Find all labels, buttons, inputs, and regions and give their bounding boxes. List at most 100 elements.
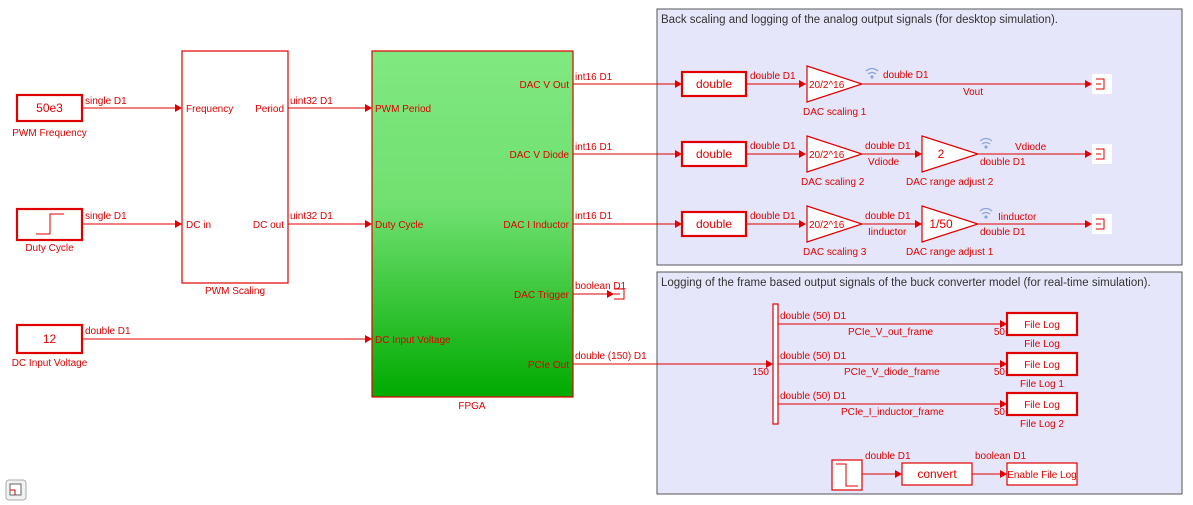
- gain-value: 2: [938, 147, 945, 161]
- signal-label: single D1: [85, 211, 127, 222]
- signal-log-icon: [979, 207, 993, 219]
- port-label: PCIe Out: [528, 360, 569, 371]
- area-frame-title: Logging of the frame based output signal…: [661, 277, 1151, 289]
- signal-width: 50: [994, 407, 1006, 418]
- area-frame-logging[interactable]: Logging of the frame based output signal…: [656, 271, 1183, 495]
- signal-name: PCIe_V_out_frame: [848, 327, 933, 338]
- convert-block-label: double: [696, 147, 732, 161]
- analog-row-vdiode[interactable]: double double D1 20/2^16 DAC scaling 2 d…: [680, 135, 1112, 188]
- signal-label: double D1: [980, 227, 1026, 238]
- block-label: DAC range adjust 2: [906, 177, 994, 188]
- port-label: DC out: [253, 220, 284, 231]
- fpga-subsystem[interactable]: PWM Period Duty Cycle DC Input Voltage D…: [371, 50, 574, 412]
- signal-width: 150: [752, 367, 769, 378]
- gain-value: 20/2^16: [809, 220, 845, 231]
- step-down-icon: [836, 463, 858, 487]
- step-icon: [36, 213, 64, 235]
- signal-label: double (50) D1: [780, 311, 847, 322]
- signal-lines-inputs[interactable]: single D1 single D1 double D1: [82, 96, 372, 343]
- convert-block-label: double: [696, 77, 732, 91]
- signal-name: Vdiode: [1015, 142, 1047, 153]
- terminator-icon: [1096, 218, 1105, 230]
- convert-block-label: double: [696, 217, 732, 231]
- port-label: DC in: [186, 220, 211, 231]
- pwm-scaling-subsystem[interactable]: Frequency DC in Period DC out PWM Scalin…: [181, 50, 289, 297]
- signal-label: int16 D1: [575, 72, 613, 83]
- signal-label: uint32 D1: [290, 96, 333, 107]
- frame-row-2[interactable]: double (50) D1 PCIe_V_diode_frame 50 Fil…: [778, 351, 1079, 390]
- block-label: DAC scaling 1: [803, 107, 867, 118]
- port-label: Frequency: [186, 104, 233, 115]
- signal-label: int16 D1: [575, 142, 613, 153]
- signal-name: Vout: [963, 87, 983, 98]
- frame-row-3[interactable]: double (50) D1 PCIe_I_inductor_frame 50 …: [778, 391, 1079, 430]
- gain-value: 20/2^16: [809, 150, 845, 161]
- terminator-icon: [1096, 148, 1105, 160]
- block-label: DAC scaling 2: [801, 177, 865, 188]
- port-label: DAC V Out: [520, 80, 570, 91]
- signal-name: PCIe_V_diode_frame: [844, 367, 940, 378]
- block-label: DAC scaling 3: [803, 247, 867, 258]
- area-analog-title: Back scaling and logging of the analog o…: [661, 14, 1058, 26]
- file-log-block: File Log: [1024, 400, 1060, 411]
- dc-input-value: 12: [43, 332, 57, 346]
- signal-label: boolean D1: [975, 451, 1027, 462]
- signal-label: double (50) D1: [780, 351, 847, 362]
- convert-label: convert: [917, 467, 957, 481]
- signal-log-icon: [865, 67, 879, 79]
- gain-block: [921, 205, 980, 243]
- signal-label: single D1: [85, 96, 127, 107]
- demux-block[interactable]: [772, 303, 779, 425]
- block-label: File Log 2: [1020, 419, 1064, 430]
- signal-label: uint32 D1: [290, 211, 333, 222]
- pwm-frequency-block[interactable]: 50e3 PWM Frequency: [12, 93, 87, 139]
- block-label: DAC range adjust 1: [906, 247, 994, 258]
- signal-name: Vdiode: [868, 157, 900, 168]
- signal-label: double D1: [865, 451, 911, 462]
- enable-file-log-label: Enable File Log: [1007, 470, 1077, 481]
- signal-label: double D1: [865, 141, 911, 152]
- duty-cycle-block[interactable]: Duty Cycle: [15, 207, 84, 254]
- signal-label: double D1: [750, 71, 796, 82]
- gain-value: 20/2^16: [809, 80, 845, 91]
- duty-cycle-label: Duty Cycle: [25, 243, 74, 254]
- analog-row-iinductor[interactable]: double double D1 20/2^16 DAC scaling 3 d…: [680, 205, 1112, 258]
- port-label: DAC V Diode: [510, 150, 570, 161]
- signal-label: double D1: [865, 211, 911, 222]
- pwm-frequency-value: 50e3: [36, 101, 63, 115]
- enable-logging-row[interactable]: convert Enable File Log double D1 boolea…: [831, 451, 1078, 491]
- signal-label: double D1: [750, 141, 796, 152]
- signal-label: double D1: [980, 157, 1026, 168]
- signal-name: Iinductor: [868, 227, 907, 238]
- dc-input-voltage-block[interactable]: 12 DC Input Voltage: [12, 323, 88, 369]
- analog-row-vout[interactable]: double double D1 20/2^16 DAC scaling 1 d…: [680, 65, 1112, 118]
- file-log-block: File Log: [1024, 320, 1060, 331]
- pwm-scaling-label: PWM Scaling: [205, 286, 265, 297]
- signal-name: PCIe_I_inductor_frame: [841, 407, 944, 418]
- frame-row-1[interactable]: double (50) D1 PCIe_V_out_frame 50 File …: [778, 311, 1079, 350]
- port-label: DAC I Inductor: [503, 220, 569, 231]
- port-label: Period: [255, 104, 284, 115]
- port-label: DAC Trigger: [514, 290, 570, 301]
- terminator-icon: [614, 288, 625, 300]
- port-label: DC Input Voltage: [375, 335, 451, 346]
- block-label: File Log: [1024, 339, 1060, 350]
- signal-label: int16 D1: [575, 211, 613, 222]
- gain-block: [806, 205, 864, 243]
- model-overview-button[interactable]: [5, 479, 27, 501]
- dc-input-label: DC Input Voltage: [12, 358, 88, 369]
- port-label: PWM Period: [375, 104, 431, 115]
- step-block: [831, 459, 863, 491]
- fpga-label: FPGA: [458, 401, 486, 412]
- block-label: File Log 1: [1020, 379, 1064, 390]
- pwm-frequency-label: PWM Frequency: [12, 128, 86, 139]
- signal-name: Iinductor: [998, 212, 1037, 223]
- gain-block: [921, 135, 980, 173]
- signal-label: boolean D1: [575, 281, 627, 292]
- signal-width: 50: [994, 327, 1006, 338]
- signal-lines-fpga-out[interactable]: int16 D1 int16 D1 int16 D1 boolean D1 do…: [573, 72, 773, 378]
- signal-width: 50: [994, 367, 1006, 378]
- gain-block: [806, 65, 864, 103]
- file-log-block: File Log: [1024, 360, 1060, 371]
